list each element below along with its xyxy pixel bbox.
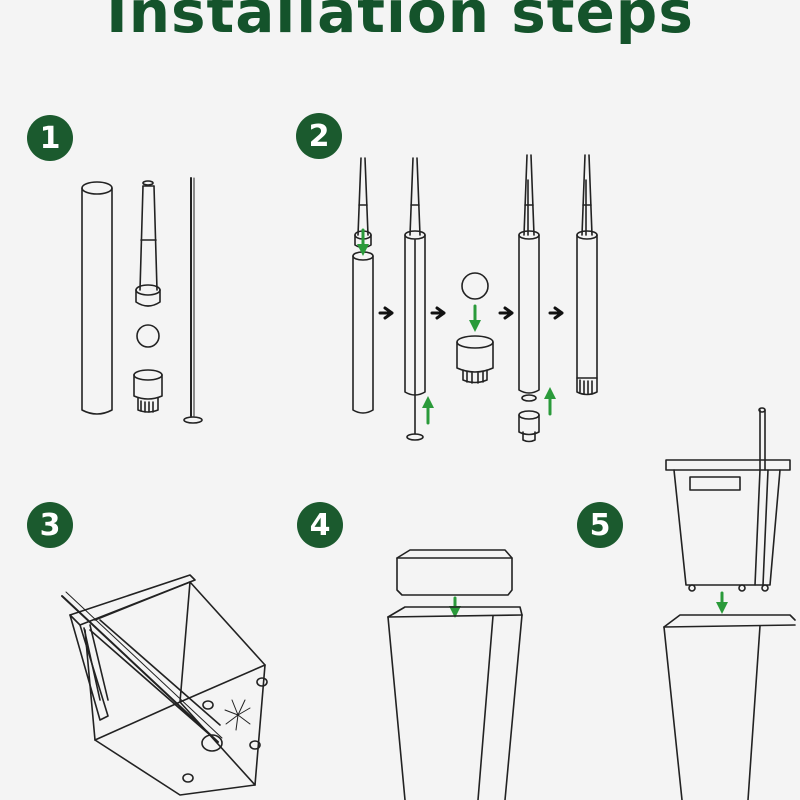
step-3-badge: 3 [27,502,73,548]
page-title: Installation steps [106,0,694,46]
right-arrow-icon [378,306,394,320]
assembly-d [576,154,598,396]
assembly-b [404,157,434,441]
right-arrow-icon [430,306,446,320]
bottom-cap [133,369,163,413]
metal-rod [183,177,203,424]
step-5-planter [663,407,796,800]
step-5-number: 5 [589,507,611,543]
step-5-badge: 5 [577,502,623,548]
step-2-badge: 2 [296,113,342,159]
step-2-parts [352,154,598,443]
step-1-badge: 1 [27,115,73,161]
step-1-parts [81,177,203,424]
float-indicator [135,180,161,307]
step-4-number: 4 [309,507,331,543]
right-arrow-icon [498,306,514,320]
step-3-number: 3 [39,507,61,543]
step-1-number: 1 [39,120,61,156]
step-2-number: 2 [308,118,330,154]
step-4-badge: 4 [297,502,343,548]
step-3-planter-insert [61,574,268,796]
assembly-c [518,154,556,443]
assembly-a [352,157,374,414]
ball-and-cap [456,272,494,384]
right-arrow-icon [548,306,564,320]
float-ball [136,324,160,348]
step-4-planter [387,549,523,800]
water-tube [81,181,113,415]
